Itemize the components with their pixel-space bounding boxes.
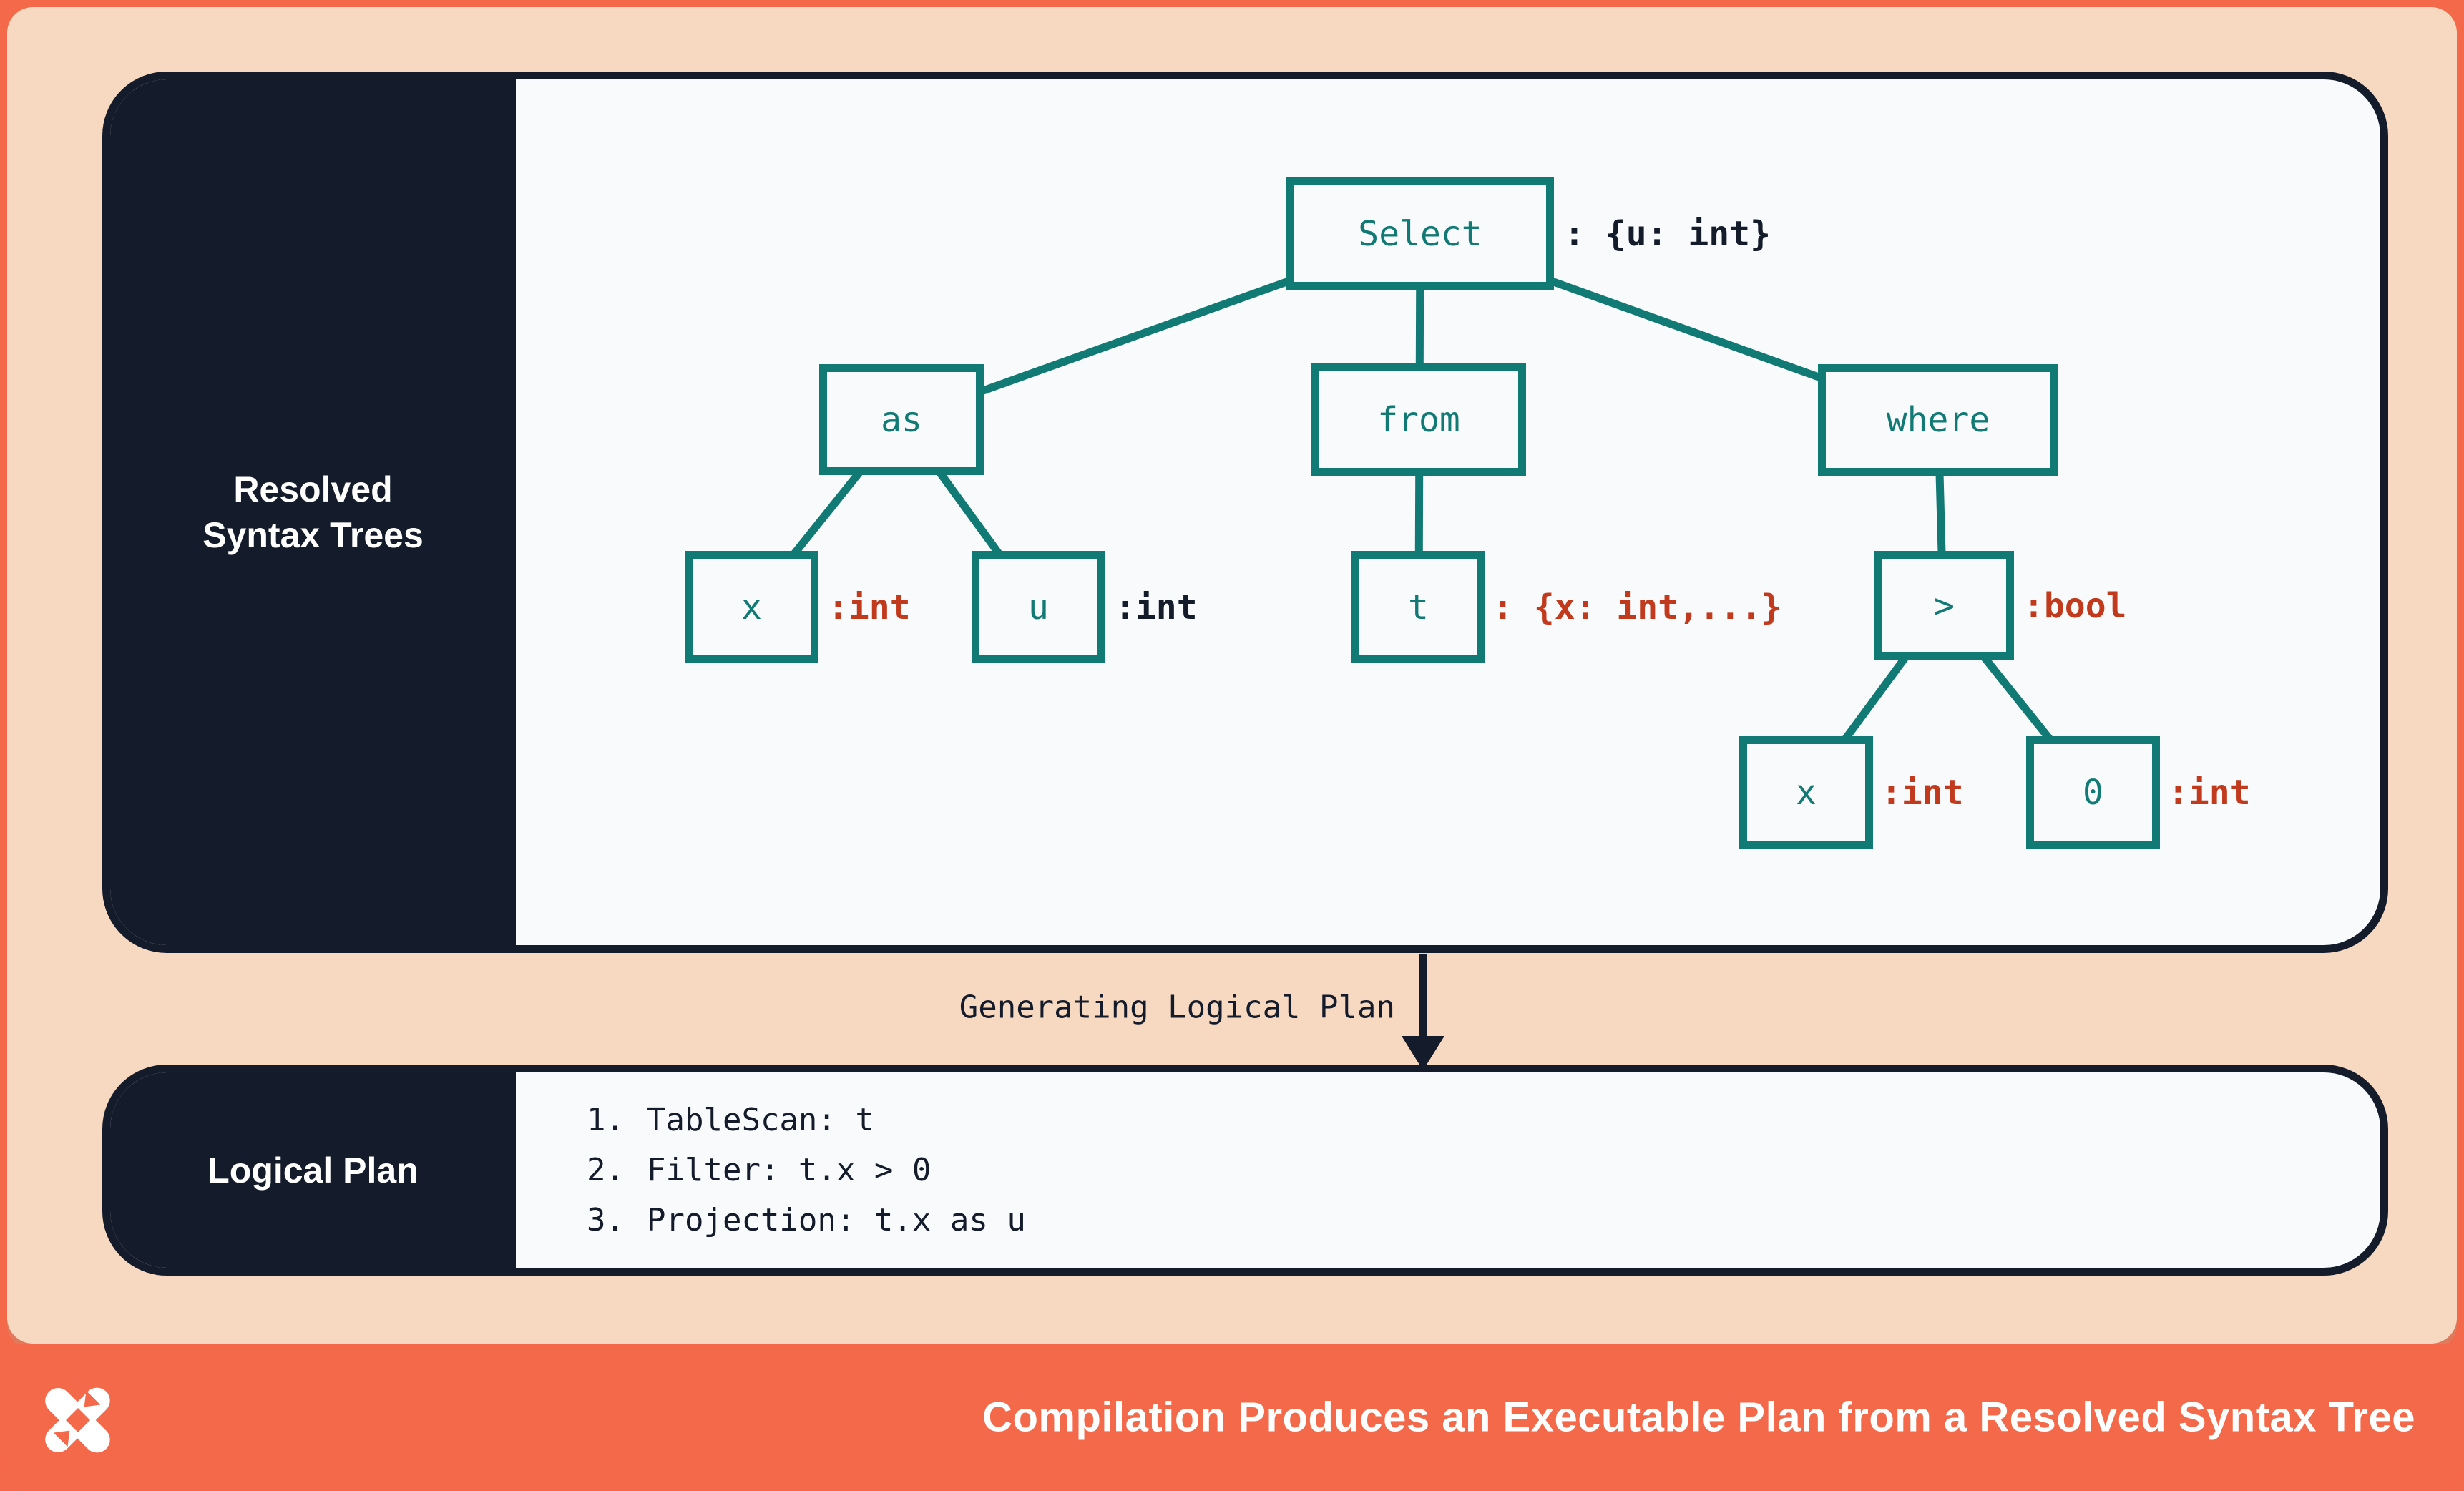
footer-banner: Compilation Produces an Executable Plan … [0, 1344, 2464, 1491]
step-3-text: Projection: t.x as u [647, 1201, 1026, 1238]
tree-node-x-under-gt: x [1739, 736, 1873, 849]
type-annotation-zero: :int [2168, 773, 2251, 813]
logical-plan-step-1: 1. TableScan: t [587, 1095, 1026, 1145]
logical-plan-sidebar: Logical Plan [110, 1072, 516, 1268]
tree-node-u-label: u [1028, 587, 1049, 627]
type-annotation-select: : {u: int} [1564, 214, 1771, 254]
tree-node-greater-than: > [1874, 551, 2014, 660]
tree-node-zero-label: 0 [2083, 772, 2103, 813]
step-2-text: Filter: t.x > 0 [647, 1151, 932, 1188]
resolved-label-line2: Syntax Trees [202, 515, 424, 555]
tree-node-t-label: t [1408, 587, 1429, 627]
tree-node-as-label: as [881, 399, 922, 440]
type-annotation-u: :int [1115, 587, 1198, 627]
type-annotation-x-under-as: :int [828, 587, 911, 627]
tree-node-greater-than-label: > [1934, 585, 1955, 626]
pinwheel-x-logo-icon [39, 1382, 116, 1458]
tree-node-zero: 0 [2026, 736, 2160, 849]
tree-node-x-under-as-label: x [741, 587, 762, 627]
logical-plan-step-2: 2. Filter: t.x > 0 [587, 1145, 1026, 1196]
tree-node-select-label: Select [1358, 213, 1482, 254]
tree-node-where-label: where [1886, 400, 1990, 440]
footer-title: Compilation Produces an Executable Plan … [982, 1394, 2415, 1441]
type-annotation-greater-than: :bool [2023, 586, 2127, 626]
resolved-syntax-trees-card: Resolved Syntax Trees [102, 72, 2388, 953]
tree-node-as: as [819, 364, 984, 475]
tree-node-t: t [1351, 551, 1485, 663]
tree-node-x-under-as: x [685, 551, 818, 663]
tree-node-x-under-gt-label: x [1796, 772, 1817, 813]
logical-plan-steps: 1. TableScan: t 2. Filter: t.x > 0 3. Pr… [587, 1065, 1026, 1276]
type-annotation-t: : {x: int,...} [1492, 587, 1782, 627]
tree-node-where: where [1818, 364, 2058, 476]
type-annotation-x-under-gt: :int [1881, 773, 1964, 813]
step-1-number: 1. [587, 1101, 625, 1138]
logical-plan-step-3: 3. Projection: t.x as u [587, 1196, 1026, 1246]
generating-logical-plan-label: Generating Logical Plan [959, 989, 1395, 1026]
tree-node-from: from [1311, 363, 1526, 476]
step-3-number: 3. [587, 1201, 625, 1238]
step-2-number: 2. [587, 1151, 625, 1188]
logical-plan-card: Logical Plan [102, 1065, 2388, 1276]
tree-node-u: u [972, 551, 1105, 663]
resolved-syntax-trees-label: Resolved Syntax Trees [202, 466, 424, 558]
step-1-text: TableScan: t [647, 1101, 874, 1138]
logical-plan-label: Logical Plan [207, 1150, 419, 1191]
tree-node-from-label: from [1377, 399, 1460, 440]
resolved-label-line1: Resolved [233, 469, 393, 509]
resolved-syntax-trees-sidebar: Resolved Syntax Trees [110, 79, 516, 945]
tree-node-select: Select [1286, 177, 1554, 290]
